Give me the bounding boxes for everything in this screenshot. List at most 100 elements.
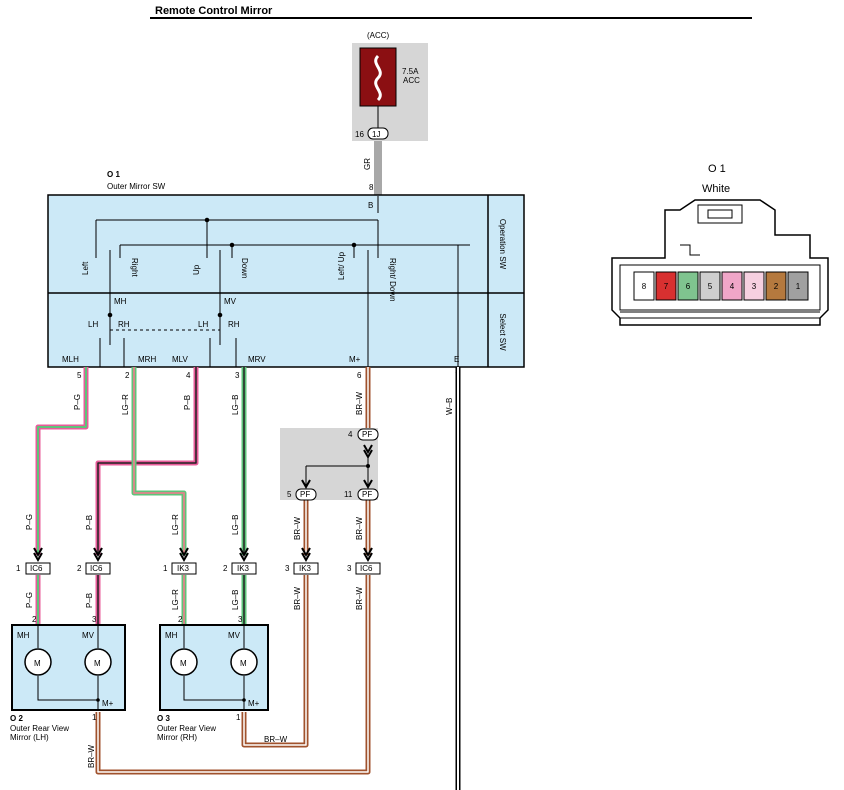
motor-rh-v xyxy=(230,648,258,676)
svg-text:2: 2 xyxy=(77,564,82,573)
wire-label-pg-2: P–G xyxy=(25,514,34,530)
svg-text:4: 4 xyxy=(348,430,353,439)
diagram-title: Remote Control Mirror xyxy=(155,5,273,17)
connector-1j xyxy=(367,127,389,140)
outer-mirror-switch xyxy=(47,194,525,368)
connector-pin-5 xyxy=(699,271,721,301)
wire-pg-stripe xyxy=(37,367,87,555)
svg-text:3: 3 xyxy=(285,564,290,573)
motor-lh-h-label: M xyxy=(34,659,41,668)
terminal-e: E xyxy=(454,355,459,364)
fuse-rating: 7.5A xyxy=(402,67,419,76)
motor-lh-v-label: M xyxy=(94,659,101,668)
mirror-lh-name-1: Outer Rear View xyxy=(10,724,69,733)
mirror-rh-name-1: Outer Rear View xyxy=(157,724,216,733)
connector-pin-label-2: 2 xyxy=(774,282,779,291)
lh-label-2: LH xyxy=(198,320,208,329)
wire-harness xyxy=(35,367,461,790)
switch-pin-b: 8 xyxy=(369,183,374,192)
gr-wire xyxy=(374,141,382,196)
connector-view-id: O 1 xyxy=(708,163,726,175)
svg-text:2: 2 xyxy=(223,564,228,573)
sw-label-left: Left xyxy=(81,261,90,275)
connector-pin-8 xyxy=(633,271,655,301)
svg-text:3: 3 xyxy=(92,615,97,624)
wire-label-brw-4: BR–W xyxy=(293,586,302,610)
terminal-mplus: M+ xyxy=(349,355,361,364)
svg-text:IK3: IK3 xyxy=(177,564,190,573)
wire-label-brw-1: BR–W xyxy=(355,391,364,415)
motor-lh-v xyxy=(84,648,112,676)
svg-text:IC6: IC6 xyxy=(90,564,103,573)
motor-rh-h-label: M xyxy=(180,659,187,668)
pin-6: 6 xyxy=(357,371,362,380)
connector-pin-label-7: 7 xyxy=(664,282,669,291)
wire-label-lgr-3: LG–R xyxy=(171,589,180,610)
mirror-rh-name-2: Mirror (RH) xyxy=(157,733,197,742)
connector-ic6-2: IC6 2 xyxy=(77,547,111,575)
svg-text:2: 2 xyxy=(178,615,183,624)
mirror-rh-id: O 3 xyxy=(157,714,170,723)
svg-text:MV: MV xyxy=(82,631,95,640)
connector-pin-4 xyxy=(721,271,743,301)
svg-text:3: 3 xyxy=(347,564,352,573)
connector-1j-pin: 16 xyxy=(355,130,364,139)
svg-text:5: 5 xyxy=(287,490,292,499)
sw-label-up: Up xyxy=(192,264,201,275)
connector-pin-label-5: 5 xyxy=(708,282,713,291)
svg-text:3: 3 xyxy=(238,615,243,624)
connector-ik3-2: IK3 2 xyxy=(223,547,257,575)
svg-text:IK3: IK3 xyxy=(237,564,250,573)
junction-pf: PF 4 PF 5 PF 11 xyxy=(287,428,379,501)
svg-text:1: 1 xyxy=(16,564,21,573)
connector-pin-3 xyxy=(743,271,765,301)
svg-text:MV: MV xyxy=(228,631,241,640)
wire-lgr-stripe xyxy=(133,367,185,555)
connector-pin-label-1: 1 xyxy=(796,282,801,291)
svg-text:PF: PF xyxy=(362,490,372,499)
wire-label-pb-1: P–B xyxy=(183,395,192,410)
wire-label-lgr-1: LG–R xyxy=(121,394,130,415)
svg-text:MH: MH xyxy=(17,631,30,640)
connector-pin-6 xyxy=(677,271,699,301)
switch-name: Outer Mirror SW xyxy=(107,182,166,191)
pin-3: 3 xyxy=(235,371,240,380)
connector-pin-label-8: 8 xyxy=(642,282,647,291)
pin-2: 2 xyxy=(125,371,130,380)
wire-label-pg-3: P–G xyxy=(25,592,34,608)
fuse-element-icon xyxy=(374,54,382,102)
mh-label: MH xyxy=(114,297,127,306)
svg-text:M+: M+ xyxy=(102,699,114,708)
sw-label-down: Down xyxy=(240,258,249,278)
connector-pin-label-3: 3 xyxy=(752,282,757,291)
connector-ic6-1: IC6 1 xyxy=(16,547,51,575)
fuse-name: ACC xyxy=(403,76,420,85)
svg-text:1: 1 xyxy=(92,713,97,722)
svg-text:IK3: IK3 xyxy=(299,564,312,573)
wire-label-pg-1: P–G xyxy=(73,394,82,410)
svg-text:M+: M+ xyxy=(248,699,260,708)
switch-b-label: B xyxy=(368,201,373,210)
rh-label-2: RH xyxy=(228,320,240,329)
wire-label-brw-7: BR–W xyxy=(87,744,96,768)
connector-ic6-3: IC6 3 xyxy=(347,547,381,575)
wire-label-pb-3: P–B xyxy=(85,593,94,608)
sw-label-right: Right xyxy=(130,258,139,277)
wire-label-lgr-2: LG–R xyxy=(171,514,180,535)
operation-sw-label: Operation SW xyxy=(498,219,507,270)
svg-text:MH: MH xyxy=(165,631,178,640)
wire-label-wb: W–B xyxy=(445,398,454,415)
rh-label-1: RH xyxy=(118,320,130,329)
wire-label-pb-2: P–B xyxy=(85,515,94,530)
connector-pin-label-4: 4 xyxy=(730,282,735,291)
wire-pb-stripe xyxy=(97,367,197,555)
mirror-lh-name-2: Mirror (LH) xyxy=(10,733,49,742)
connector-ik3-1: IK3 1 xyxy=(163,547,197,575)
mirror-lh-id: O 2 xyxy=(10,714,23,723)
connector-pin-7 xyxy=(655,271,677,301)
svg-text:IC6: IC6 xyxy=(30,564,43,573)
wire-label-lgb-3: LG–B xyxy=(231,590,240,610)
wire-label-lgb-1: LG–B xyxy=(231,395,240,415)
